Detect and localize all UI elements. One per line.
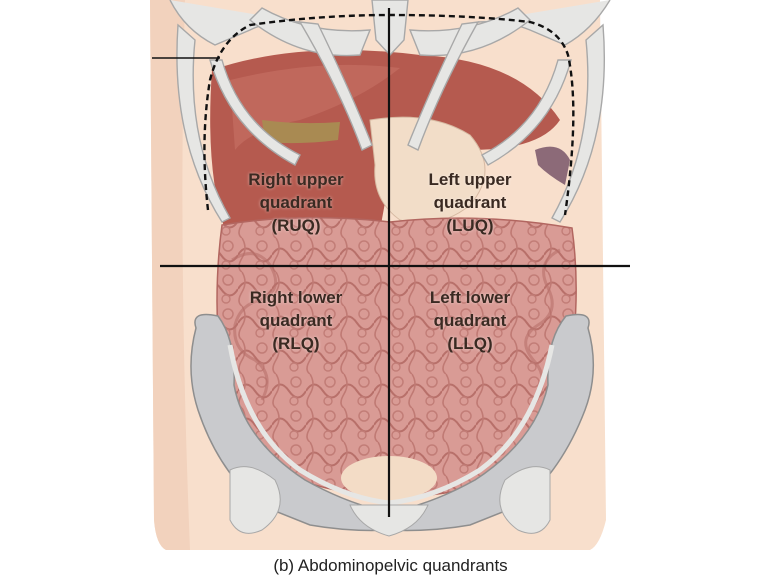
rlq-line1: Right lower	[249, 288, 343, 307]
stomach	[369, 116, 486, 224]
figure-caption: (b) Abdominopelvic quandrants	[273, 556, 508, 575]
rlq-line3: (RLQ)	[272, 334, 320, 353]
ruq-line3: (RUQ)	[271, 216, 321, 235]
intestine-loops-right	[524, 248, 561, 411]
luq-line1: Left upper	[428, 170, 512, 189]
torso-shadow	[150, 0, 190, 550]
luq-line3: (LUQ)	[446, 216, 494, 235]
rib-cage	[169, 0, 611, 223]
left-hip-bone	[229, 466, 281, 534]
ruq-line2: quadrant	[259, 193, 333, 212]
llq-line2: quadrant	[433, 311, 507, 330]
liver-highlight	[230, 64, 400, 150]
rlq-line2: quadrant	[259, 311, 333, 330]
ruq-line1: Right upper	[248, 170, 344, 189]
llq-line3: (LLQ)	[447, 334, 493, 353]
gallbladder	[262, 120, 340, 144]
spleen	[535, 146, 570, 185]
llq-line1: Left lower	[429, 288, 511, 307]
rlq-label: Right lower quadrant (RLQ)	[216, 286, 376, 355]
sacrum	[349, 504, 429, 537]
right-hip-bone	[499, 466, 551, 534]
pelvis	[190, 313, 595, 532]
intestine-loops-left	[231, 252, 278, 401]
ruq-label: Right upper quadrant (RUQ)	[216, 168, 376, 237]
luq-line2: quadrant	[433, 193, 507, 212]
llq-label: Left lower quadrant (LLQ)	[390, 286, 550, 355]
luq-label: Left upper quadrant (LUQ)	[390, 168, 550, 237]
